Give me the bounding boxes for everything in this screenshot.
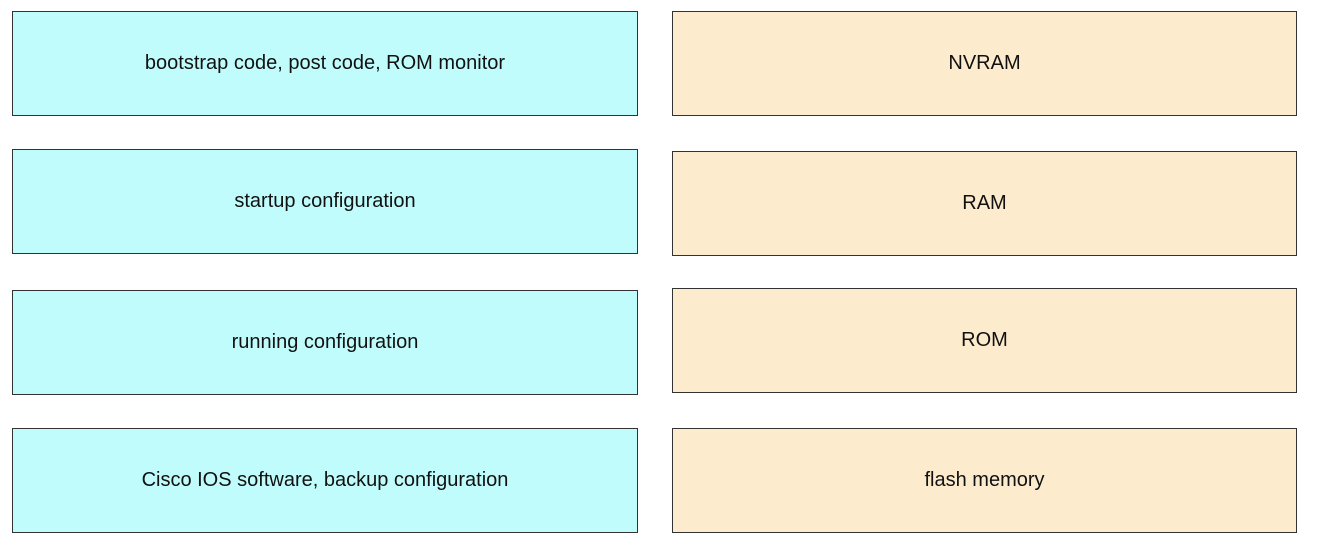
- right-item-rom[interactable]: ROM: [672, 288, 1297, 393]
- left-item-label: running configuration: [231, 331, 419, 353]
- right-item-nvram[interactable]: NVRAM: [672, 11, 1297, 116]
- left-item-bootstrap-code[interactable]: bootstrap code, post code, ROM monitor: [12, 11, 638, 116]
- left-item-running-configuration[interactable]: running configuration: [12, 290, 638, 395]
- left-item-label: startup configuration: [234, 190, 416, 212]
- left-item-label: Cisco IOS software, backup configuration: [141, 469, 509, 491]
- right-item-label: ROM: [961, 329, 1008, 351]
- right-item-flash-memory[interactable]: flash memory: [672, 428, 1297, 533]
- left-item-ios-software[interactable]: Cisco IOS software, backup configuration: [12, 428, 638, 533]
- left-item-startup-configuration[interactable]: startup configuration: [12, 149, 638, 254]
- right-item-label: flash memory: [924, 469, 1045, 491]
- left-item-label: bootstrap code, post code, ROM monitor: [144, 52, 506, 74]
- right-item-ram[interactable]: RAM: [672, 151, 1297, 256]
- right-item-label: NVRAM: [948, 52, 1021, 74]
- right-item-label: RAM: [962, 192, 1007, 214]
